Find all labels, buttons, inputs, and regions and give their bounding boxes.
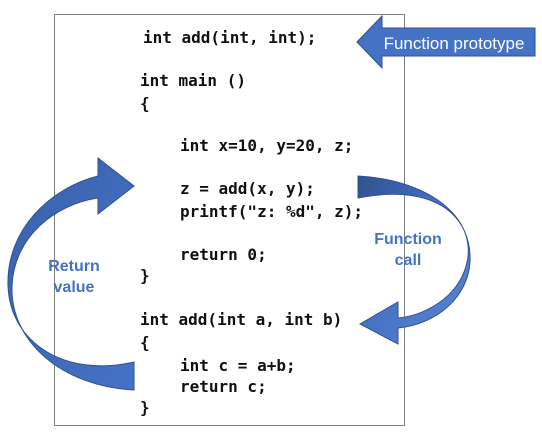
return-value-arrow: Return value bbox=[7, 156, 135, 391]
return-value-arrow-body bbox=[7, 156, 135, 391]
function-call-label-line2: call bbox=[395, 252, 422, 269]
function-call-arrow-body bbox=[357, 175, 471, 345]
code-panel bbox=[54, 14, 405, 426]
code-line-add-call: z = add(x, y); bbox=[180, 179, 315, 198]
code-line-main-close-brace: } bbox=[140, 266, 150, 285]
return-value-label-line1: Return bbox=[48, 258, 100, 275]
function-call-label-line1: Function bbox=[374, 231, 442, 248]
code-line-add-return: return c; bbox=[180, 377, 267, 396]
callout-label: Function prototype bbox=[384, 34, 525, 53]
function-prototype-callout: Function prototype bbox=[356, 14, 536, 70]
code-line-add-body: int c = a+b; bbox=[180, 356, 296, 375]
callout-arrow-shape bbox=[356, 14, 536, 70]
code-line-declarations: int x=10, y=20, z; bbox=[180, 136, 354, 155]
code-line-add-close-brace: } bbox=[140, 398, 150, 417]
code-line-main-return: return 0; bbox=[180, 245, 267, 264]
return-value-label-line2: value bbox=[54, 279, 95, 296]
code-line-main-open-brace: { bbox=[140, 94, 150, 113]
code-line-main-signature: int main () bbox=[140, 71, 246, 90]
code-line-add-signature: int add(int a, int b) bbox=[140, 310, 343, 329]
function-call-arrow: Function call bbox=[357, 175, 471, 345]
code-line-prototype: int add(int, int); bbox=[143, 28, 317, 47]
code-line-add-open-brace: { bbox=[140, 333, 150, 352]
code-line-printf: printf("z: %d", z); bbox=[180, 202, 364, 221]
